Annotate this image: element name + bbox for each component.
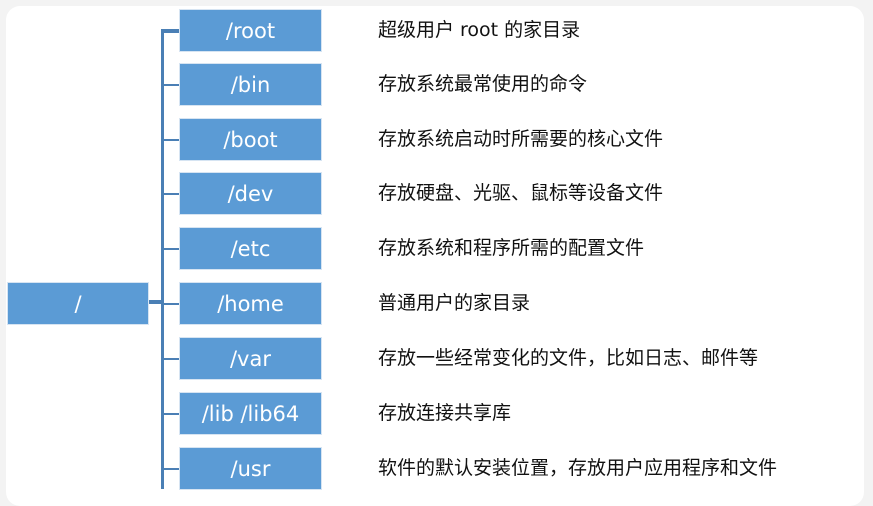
branch-connector: [163, 193, 180, 195]
dir-node: /var: [179, 337, 322, 380]
branch-connector: [163, 84, 180, 86]
dir-description: 存放系统最常使用的命令: [378, 73, 588, 95]
dir-description: 存放一些经常变化的文件，比如日志、邮件等: [378, 347, 759, 369]
dir-description: 存放系统启动时所需要的核心文件: [378, 128, 664, 150]
dir-description: 普通用户的家目录: [378, 292, 531, 314]
dir-node: /etc: [179, 227, 322, 270]
branch-connector: [163, 248, 180, 250]
dir-description: 软件的默认安装位置，存放用户应用程序和文件: [378, 457, 778, 479]
branch-connector: [163, 413, 180, 415]
dir-description: 存放硬盘、光驱、鼠标等设备文件: [378, 182, 664, 204]
diagram-card: [6, 6, 864, 506]
dir-node: /bin: [179, 63, 322, 106]
root-connector: [149, 300, 163, 304]
branch-connector: [163, 29, 180, 33]
dir-description: 存放系统和程序所需的配置文件: [378, 237, 645, 259]
branch-connector: [163, 139, 180, 141]
dir-node: /root: [179, 9, 322, 52]
dir-node: /usr: [179, 447, 322, 490]
dir-node: /lib /lib64: [179, 392, 322, 435]
branch-connector: [163, 358, 180, 360]
tree-trunk-line: [161, 29, 164, 489]
branch-connector: [163, 303, 180, 305]
root-dir-node: /: [7, 282, 149, 325]
dir-node: /boot: [179, 118, 322, 161]
dir-node: /dev: [179, 172, 322, 215]
dir-description: 超级用户 root 的家目录: [378, 19, 581, 41]
dir-description: 存放连接共享库: [378, 402, 512, 424]
branch-connector: [163, 468, 180, 470]
dir-node: /home: [179, 282, 322, 325]
